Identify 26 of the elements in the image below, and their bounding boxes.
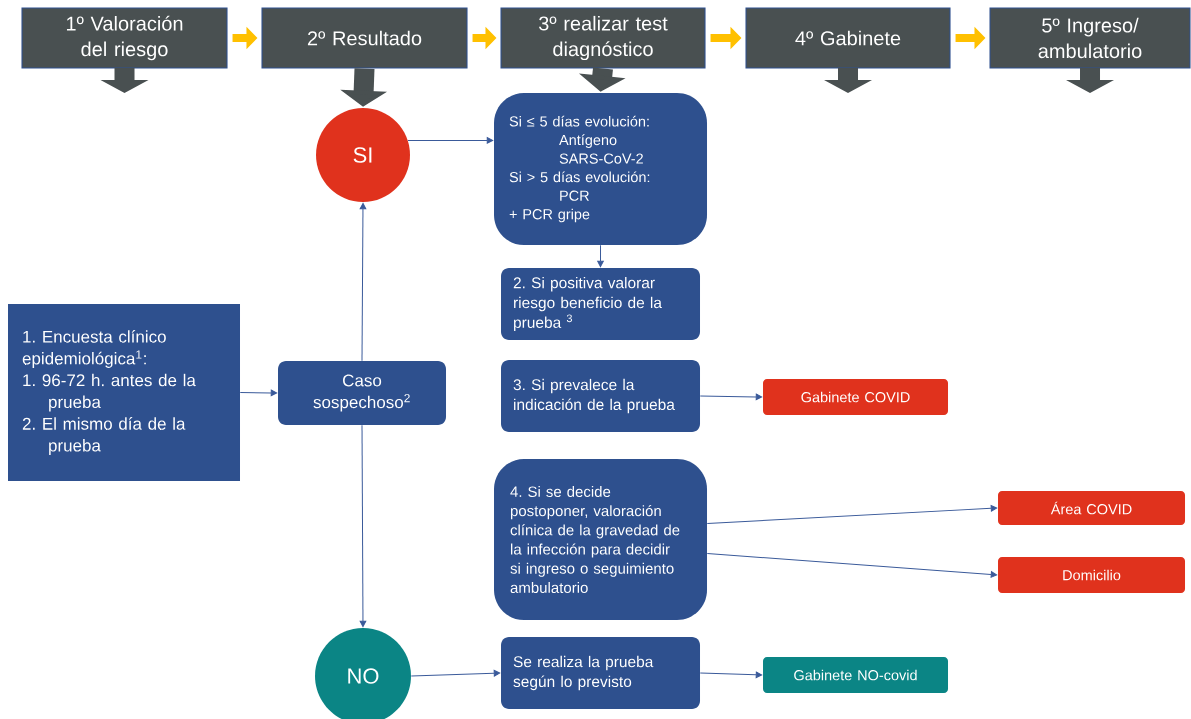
- process-box: Se realiza la prueba según lo previsto: [501, 637, 700, 709]
- arrow: [239, 389, 278, 397]
- destination-box: Gabinete NO-covid: [763, 657, 948, 693]
- step-box: 4º Gabinete: [745, 7, 951, 69]
- step-box: 3º realizar test diagnóstico: [500, 7, 706, 69]
- process-box: 1. Encuesta clínico epidemiológica$^{1}$: 1. 96-72 h. antes de la prueba 2. El mismo día de la prueba: [8, 304, 240, 481]
- step-box: 1º Valoración del riesgo: [21, 7, 228, 69]
- step-box: 5º Ingreso/ ambulatorio: [989, 7, 1191, 69]
- process-box: Si ≤ 5 días evolución: Antígeno SARS-CoV-2 Si > 5 días evolución: PCR + PCR gripe: [494, 93, 707, 245]
- arrow: [597, 244, 604, 268]
- destination-box: Domicilio: [998, 557, 1185, 593]
- arrow: [699, 393, 763, 401]
- arrow: [706, 553, 998, 578]
- arrow: [359, 424, 367, 628]
- arrow: [410, 669, 501, 677]
- process-box: 2. Si positiva valorar riesgo beneficio de la prueba $^{3}$: [501, 268, 700, 340]
- process-box: Caso sospechoso$^{2}$: [278, 361, 446, 425]
- arrow: [359, 202, 367, 362]
- process-box: 4. Si se decide postoponer, valoración clínica de la gravedad de la infección para decidir si ingreso o seguimiento ambulatorio: [494, 459, 707, 620]
- arrow: [699, 671, 763, 679]
- arrow: [407, 137, 494, 144]
- process-box: 3. Si prevalece la indicación de la prueba: [501, 360, 700, 432]
- destination-box: Gabinete COVID: [763, 379, 948, 415]
- step-box: 2º Resultado: [261, 7, 468, 69]
- destination-box: Área COVID: [998, 491, 1185, 525]
- arrow: [706, 505, 998, 524]
